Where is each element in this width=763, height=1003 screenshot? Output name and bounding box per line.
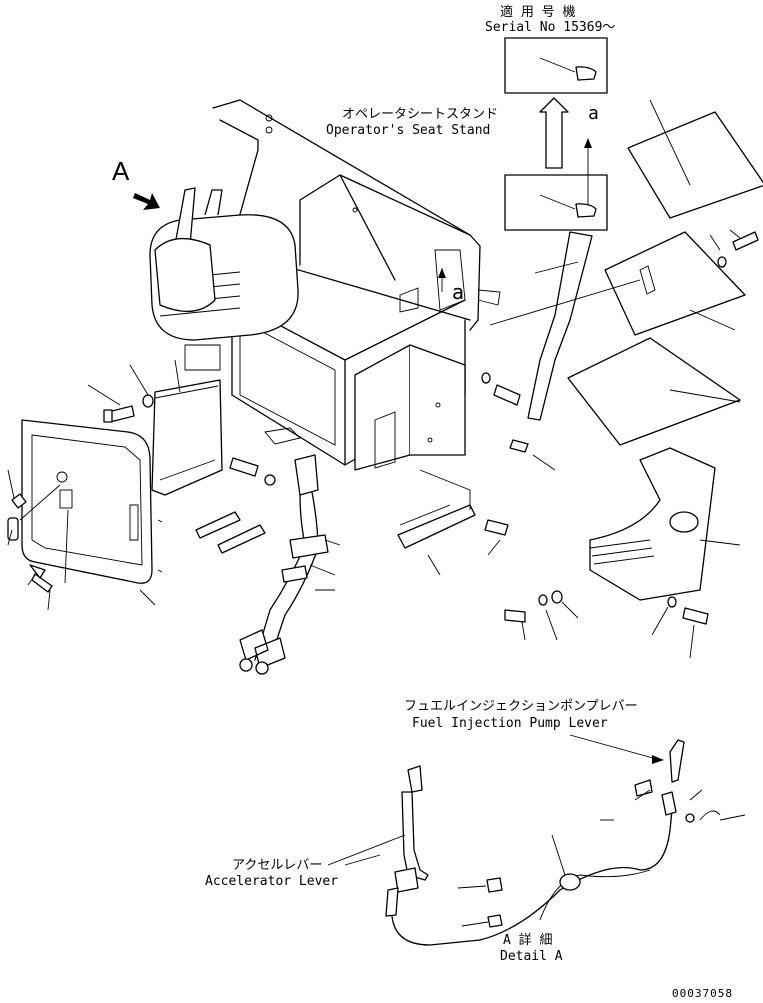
lever-handle-2	[204, 189, 223, 216]
detail-label-en: Detail A	[500, 949, 563, 964]
mat-2	[604, 231, 746, 336]
wiring-harness	[239, 454, 329, 675]
washer-3	[481, 372, 491, 384]
bolt-5	[504, 609, 526, 623]
nut-1	[11, 493, 27, 509]
detail-a	[327, 734, 746, 946]
accel-lever-shaft	[401, 791, 429, 881]
accel-lever-knob	[407, 765, 423, 793]
ref-a-label-2: a	[452, 280, 465, 304]
accel-lever-label-jp: アクセルレバー	[232, 858, 323, 873]
seat-stand-label-jp: オペレータシートスタンド	[342, 107, 499, 122]
view-a-label: A	[112, 156, 130, 186]
detail-bolt-2	[487, 914, 503, 928]
support-bracket	[397, 504, 476, 549]
cover-knob	[669, 511, 699, 533]
accel-lever-label-en: Accelerator Lever	[205, 874, 339, 889]
washer-1	[142, 394, 154, 408]
clip	[509, 439, 529, 453]
view-a-arrow-icon	[133, 193, 160, 210]
bolt-4	[484, 519, 509, 536]
seat-stand-label-en: Operator's Seat Stand	[326, 123, 491, 138]
seat-stand-frame	[212, 99, 501, 471]
serial-inset-box-top	[504, 37, 608, 94]
fuel-lever-label-en: Fuel Injection Pump Lever	[412, 716, 608, 731]
grommet	[7, 517, 19, 541]
back-plate	[151, 379, 223, 496]
leader-lines	[7, 99, 741, 659]
serial-label-en: Serial No 15369～	[485, 20, 616, 35]
pedal-icon-top	[575, 66, 597, 81]
control-lever-assembly	[149, 187, 299, 371]
serial-inset	[504, 37, 608, 231]
wing-bolt	[29, 564, 53, 593]
bolt-6	[682, 607, 709, 625]
ref-arrow-icon	[584, 138, 592, 148]
lever-handle-1	[174, 187, 196, 246]
pedal-icon-bottom	[575, 203, 597, 218]
throttle-cable	[391, 809, 673, 946]
serial-label-jp: 適 用 号 機	[500, 5, 576, 20]
drawing-number: 00037058	[672, 987, 733, 1000]
hardware	[7, 231, 759, 625]
detail-label-jp: A 詳 細	[503, 933, 553, 948]
pin-1	[195, 511, 241, 539]
washer-6	[667, 596, 677, 608]
mat-3	[567, 337, 741, 446]
left-cover-panel	[21, 419, 163, 584]
washer-5	[551, 590, 563, 604]
detail-bolt-1	[486, 877, 503, 893]
ref-a-label: a	[588, 103, 599, 124]
washer-4	[538, 594, 548, 606]
upgrade-arrow-icon	[539, 97, 569, 169]
washer-7	[717, 256, 727, 268]
washer-2	[264, 474, 276, 486]
bolt-7	[732, 231, 759, 251]
accelerator-rod	[527, 231, 593, 421]
pump-lever	[669, 739, 685, 783]
right-side-cover	[589, 447, 716, 601]
mat-1	[627, 111, 763, 219]
serial-inset-box-bottom	[504, 174, 608, 231]
pin-2	[217, 524, 266, 554]
fuel-lever-label-jp: フュエルインジェクションポンプレバー	[404, 699, 638, 714]
bolt-2	[229, 457, 259, 477]
bolt-3	[493, 384, 521, 406]
